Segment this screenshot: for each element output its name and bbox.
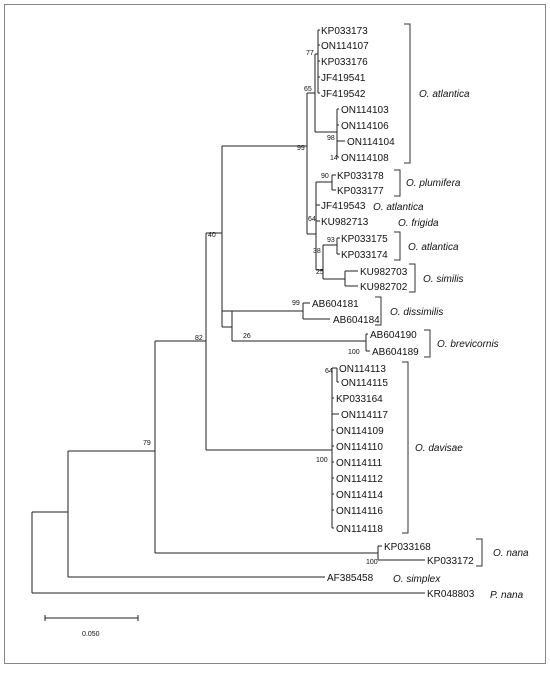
support-value: 82: [195, 335, 203, 342]
taxon-label: ON114113: [339, 364, 386, 375]
support-values: 77 65 98 14 99 90 64 93 38 25 99 26 100 …: [143, 50, 378, 566]
support-value: 77: [306, 50, 314, 57]
support-value: 26: [243, 333, 251, 340]
taxon-label: KP033176: [321, 57, 368, 68]
taxon-label: JF419543: [321, 201, 366, 212]
support-value: 100: [348, 349, 360, 356]
support-value: 90: [321, 173, 329, 180]
taxon-label: KP033177: [337, 186, 384, 197]
support-value: 100: [316, 457, 328, 464]
tree-branches: [31, 29, 425, 594]
clade-label: O. dissimilis: [390, 307, 443, 318]
taxon-label: AB604184: [333, 315, 380, 326]
taxon-label: ON114116: [336, 506, 383, 517]
clade-label: O. simplex: [393, 574, 441, 585]
taxon-label: AB604190: [370, 330, 417, 341]
taxon-label: JF419541: [321, 73, 366, 84]
support-value: 65: [304, 86, 312, 93]
support-value: 64: [308, 216, 316, 223]
clade-label: O. nana: [493, 548, 529, 559]
taxon-label: KR048803: [427, 589, 475, 600]
support-value: 25: [316, 269, 324, 276]
support-value: 99: [292, 300, 300, 307]
taxon-label: ON114109: [336, 426, 384, 437]
taxon-label: ON114108: [341, 153, 389, 164]
taxon-label: KP033178: [337, 171, 384, 182]
clade-label: O. plumifera: [406, 178, 461, 189]
taxon-label: AF385458: [327, 573, 374, 584]
support-value: 100: [366, 559, 378, 566]
support-value: 79: [143, 440, 151, 447]
support-value: 99: [297, 145, 305, 152]
taxon-label: KP033172: [427, 556, 474, 567]
taxon-label: ON114104: [347, 137, 395, 148]
taxon-label: KP033164: [336, 394, 383, 405]
taxon-label: ON114112: [336, 474, 383, 485]
taxon-label: KP033168: [384, 542, 431, 553]
scale-bar: 0.050: [44, 615, 139, 638]
taxon-label: KU982703: [360, 267, 408, 278]
clade-label: O. davisae: [415, 443, 463, 454]
clade-label: O. atlantica: [419, 89, 470, 100]
taxon-label: KP033174: [341, 250, 388, 261]
taxon-label: KU982713: [321, 217, 369, 228]
taxon-label: KP033175: [341, 234, 388, 245]
support-value: 64: [325, 368, 333, 375]
clade-label: O. atlantica: [373, 202, 424, 213]
taxon-label: ON114114: [336, 490, 383, 501]
taxon-label: JF419542: [321, 89, 366, 100]
support-value: 38: [313, 248, 321, 255]
scale-bar-label: 0.050: [82, 631, 100, 638]
taxon-label: KP033173: [321, 26, 368, 37]
clade-label: O. atlantica: [408, 242, 459, 253]
support-value: 98: [327, 135, 335, 142]
taxon-label: AB604189: [372, 347, 419, 358]
taxon-label: ON114110: [336, 442, 383, 453]
clade-names: O. atlantica O. plumifera O. atlantica O…: [373, 89, 529, 601]
taxon-label: ON114118: [336, 524, 383, 535]
taxon-label: ON114115: [341, 378, 388, 389]
taxon-label: ON114103: [341, 105, 389, 116]
taxon-label: ON114107: [321, 41, 369, 52]
clade-label: O. frigida: [398, 218, 439, 229]
taxon-label: ON114111: [336, 458, 383, 469]
clade-brackets: [375, 23, 483, 567]
taxa-labels: KP033173 ON114107 KP033176 JF419541 JF41…: [312, 26, 475, 600]
taxon-label: AB604181: [312, 299, 359, 310]
clade-label: O. brevicornis: [437, 339, 499, 350]
support-value: 40: [208, 232, 216, 239]
taxon-label: ON114106: [341, 121, 389, 132]
taxon-label: ON114117: [341, 410, 388, 421]
taxon-label: KU982702: [360, 282, 408, 293]
clade-label: O. similis: [423, 274, 464, 285]
clade-label: P. nana: [490, 590, 524, 601]
figure-frame: [4, 4, 546, 664]
support-value: 93: [327, 237, 335, 244]
support-value: 14: [330, 155, 338, 162]
